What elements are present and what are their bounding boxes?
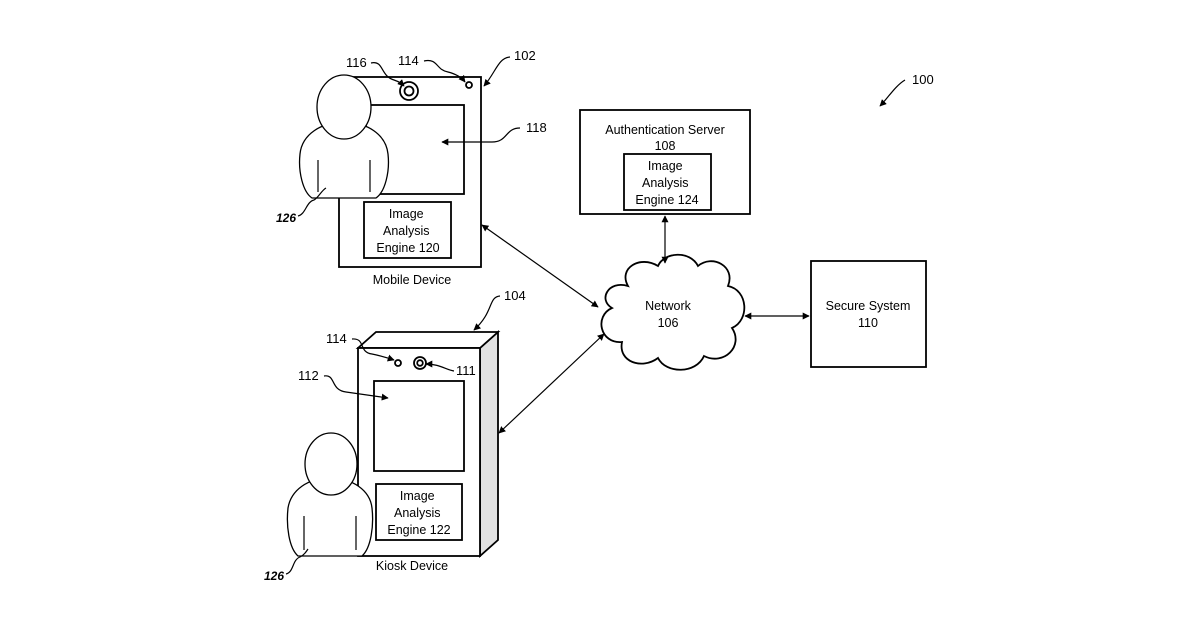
kiosk-device-caption: Kiosk Device <box>376 559 448 573</box>
ref-118: 118 <box>526 120 547 135</box>
secure-system-label: Secure System <box>826 299 911 313</box>
kiosk-top-face <box>358 332 498 348</box>
mobile-device-caption: Mobile Device <box>373 273 452 287</box>
ref-114-mobile: 114 <box>398 53 419 68</box>
ref-112: 112 <box>298 368 319 383</box>
ref-116: 116 <box>346 55 367 70</box>
ref-100: 100 <box>912 72 934 87</box>
ref-102: 102 <box>514 48 536 63</box>
authentication-server: Authentication Server 108 Image Analysis… <box>580 110 750 214</box>
ref-111: 111 <box>456 363 476 378</box>
mobile-camera-lens-icon <box>405 87 414 96</box>
kiosk-side-face <box>480 332 498 556</box>
ref-114-kiosk: 114 <box>326 331 347 346</box>
kiosk-camera-lens-icon <box>417 360 423 366</box>
ref-102-leader <box>484 57 510 86</box>
kiosk-light-icon <box>395 360 401 366</box>
ref-126-mobile: 126 <box>276 211 296 225</box>
kiosk-screen <box>374 381 464 471</box>
secure-system-box <box>811 261 926 367</box>
mobile-light-icon <box>466 82 472 88</box>
ref-104-leader <box>474 296 500 330</box>
network: Network 106 <box>601 255 744 370</box>
authentication-server-number: 108 <box>655 139 676 153</box>
mobile-network-connection <box>482 225 598 307</box>
authentication-server-title: Authentication Server <box>605 123 725 137</box>
ref-126-kiosk: 126 <box>264 569 284 583</box>
kiosk-network-connection <box>499 334 604 433</box>
secure-system-number: 110 <box>858 316 878 330</box>
ref-100-leader <box>880 80 905 106</box>
network-label: Network <box>645 299 692 313</box>
kiosk-device: Image Analysis Engine 122 Kiosk Device <box>358 332 498 573</box>
secure-system: Secure System 110 <box>811 261 926 367</box>
network-number: 106 <box>658 316 679 330</box>
ref-104: 104 <box>504 288 526 303</box>
